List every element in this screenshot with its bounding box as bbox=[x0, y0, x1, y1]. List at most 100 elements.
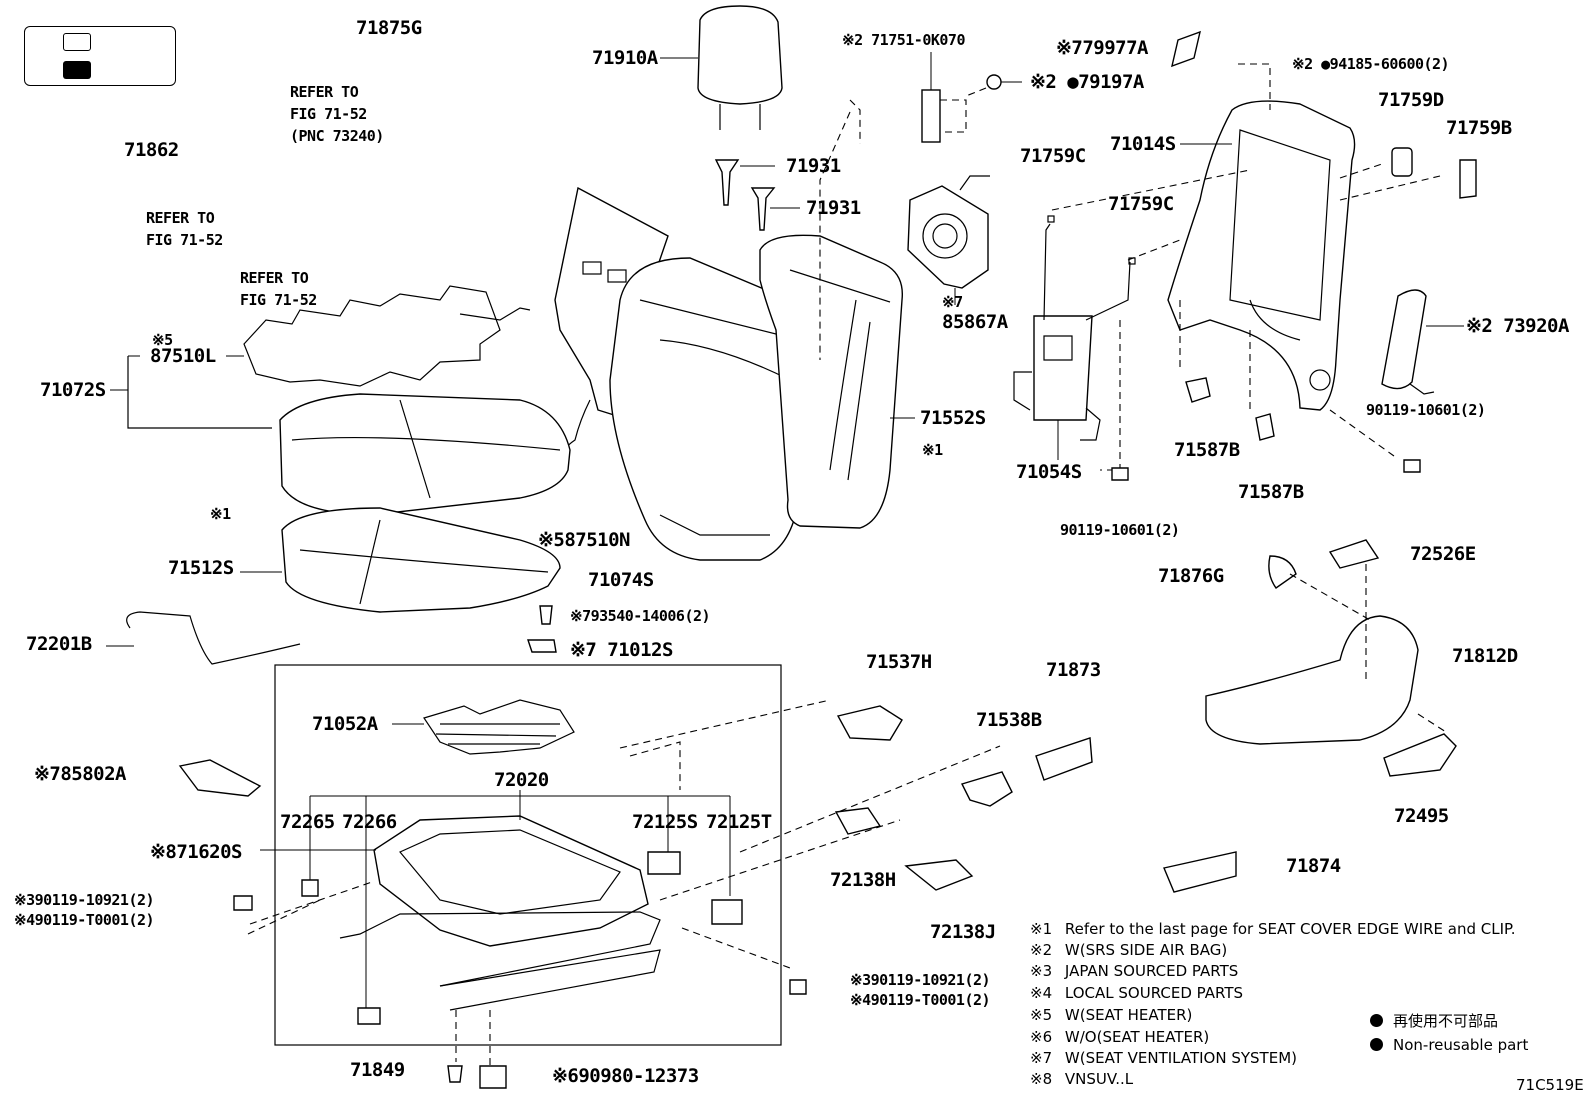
spring-mat-drawing bbox=[392, 699, 575, 755]
part-label-71931-a: 71931 bbox=[786, 155, 841, 177]
part-label-71072S: 71072S bbox=[40, 379, 106, 401]
refer-label-2-line2: FIG 71-52 bbox=[146, 231, 223, 249]
part-label-71931-b: 71931 bbox=[806, 197, 861, 219]
part-label-73920A: ※2 73920A bbox=[1466, 315, 1569, 337]
cover-71876G-drawing bbox=[1268, 555, 1297, 589]
bracket-71538B-drawing bbox=[961, 771, 1013, 807]
part-label-71759C-a: 71759C bbox=[1020, 145, 1086, 167]
knob-72526E-drawing bbox=[1328, 539, 1380, 569]
fan-assembly-drawing bbox=[907, 175, 990, 305]
part-mark-87510L: ※5 bbox=[152, 331, 173, 349]
refer-label-3-line1: REFER TO bbox=[240, 269, 309, 287]
seat-heater-drawing bbox=[226, 285, 531, 387]
note-2: ※2 W(SRS SIDE AIR BAG) bbox=[1030, 941, 1227, 959]
screw-90119-right-drawing bbox=[1403, 459, 1421, 473]
note-8-text: VNSUV..L bbox=[1064, 1070, 1134, 1088]
legend-nonreusable-en-text: Non-reusable part bbox=[1393, 1036, 1529, 1054]
bracket-72125S-drawing bbox=[647, 851, 681, 875]
refer-label-1-line1: REFER TO bbox=[290, 83, 359, 101]
bracket-72125T-drawing bbox=[711, 899, 743, 925]
part-label-71054S: 71054S bbox=[1016, 461, 1082, 483]
note-6-mark: ※6 bbox=[1030, 1028, 1053, 1046]
part-label-71910A: 71910A bbox=[592, 47, 658, 69]
note-1: ※1 Refer to the last page for SEAT COVER… bbox=[1030, 920, 1516, 938]
nonreusable-bullet-icon bbox=[1370, 1038, 1383, 1051]
seatback-pad-drawing bbox=[759, 234, 915, 529]
pad-85802A-drawing bbox=[178, 759, 262, 797]
screw-93540-drawing bbox=[539, 605, 553, 625]
refer-label-1-line3: (PNC 73240) bbox=[290, 127, 384, 145]
handle-72495-drawing bbox=[1383, 733, 1457, 777]
note-6-text: W/O(SEAT HEATER) bbox=[1064, 1028, 1210, 1046]
legend-open-symbol bbox=[63, 33, 91, 51]
part-label-71014S: 71014S bbox=[1110, 133, 1176, 155]
figure-code: 71C519E bbox=[1516, 1076, 1584, 1094]
note-7-mark: ※7 bbox=[1030, 1049, 1053, 1067]
part-label-72266: 72266 bbox=[342, 811, 397, 833]
part-label-71751: ※2 71751-0K070 bbox=[842, 31, 965, 49]
part-label-71862: 71862 bbox=[124, 139, 179, 161]
bracket-72265-drawing bbox=[301, 879, 319, 897]
part-label-71876G: 71876G bbox=[1158, 565, 1224, 587]
part-label-71538B: 71538B bbox=[976, 709, 1042, 731]
note-4-mark: ※4 bbox=[1030, 984, 1053, 1002]
part-label-72265: 72265 bbox=[280, 811, 335, 833]
screw-90119-mid-drawing bbox=[1111, 467, 1129, 481]
part-label-71873: 71873 bbox=[1046, 659, 1101, 681]
part-label-79197A: ※2 ●79197A bbox=[1030, 71, 1144, 93]
note-2-text: W(SRS SIDE AIR BAG) bbox=[1064, 941, 1228, 959]
part-label-71849: 71849 bbox=[350, 1059, 405, 1081]
screw-79197A-drawing bbox=[965, 74, 1022, 97]
shield-71812D-drawing bbox=[1205, 615, 1419, 745]
seatback-board-drawing bbox=[554, 186, 669, 463]
legend-nonreusable-jp: 再使用不可部品 bbox=[1370, 1012, 1498, 1030]
part-label-85802A: ※785802A bbox=[34, 763, 127, 785]
side-airbag-drawing bbox=[1381, 289, 1464, 395]
bracket-72266-drawing bbox=[357, 1007, 381, 1025]
note-5: ※5 W(SEAT HEATER) bbox=[1030, 1006, 1192, 1024]
part-label-71759C-b: 71759C bbox=[1108, 193, 1174, 215]
part-label-71587B-a: 71587B bbox=[1174, 439, 1240, 461]
part-label-72495: 72495 bbox=[1394, 805, 1449, 827]
note-5-text: W(SEAT HEATER) bbox=[1064, 1006, 1193, 1024]
clip-71759D-drawing bbox=[1391, 147, 1413, 177]
bracket-71012S-drawing bbox=[527, 639, 557, 653]
part-label-90119-T0001-a: ※490119-T0001(2) bbox=[14, 911, 155, 929]
shield-72138H-drawing bbox=[834, 807, 882, 835]
cap-90980-drawing bbox=[479, 1065, 507, 1089]
legend-nonreusable-en: Non-reusable part bbox=[1370, 1036, 1528, 1054]
legend-nonreusable-jp-text: 再使用不可部品 bbox=[1393, 1012, 1499, 1030]
part-mark-1-a: ※1 bbox=[922, 441, 943, 459]
screw-90119-left-drawing bbox=[233, 895, 253, 911]
clip-79977A-drawing bbox=[1171, 30, 1201, 68]
seat-frame-group-box bbox=[274, 664, 782, 1046]
part-label-72125T: 72125T bbox=[706, 811, 772, 833]
note-3-text: JAPAN SOURCED PARTS bbox=[1064, 962, 1239, 980]
note-7: ※7 W(SEAT VENTILATION SYSTEM) bbox=[1030, 1049, 1297, 1067]
seat-cushion-cover-drawing bbox=[110, 355, 571, 515]
note-1-mark: ※1 bbox=[1030, 920, 1053, 938]
note-8-mark: ※8 bbox=[1030, 1070, 1053, 1088]
part-label-71620S: ※871620S bbox=[150, 841, 243, 863]
part-label-87510N: ※587510N bbox=[538, 529, 631, 551]
part-label-71759B: 71759B bbox=[1446, 117, 1512, 139]
part-label-90119-T0001-b: ※490119-T0001(2) bbox=[850, 991, 991, 1009]
part-label-72526E: 72526E bbox=[1410, 543, 1476, 565]
refer-label-2-line1: REFER TO bbox=[146, 209, 215, 227]
nonreusable-bullet-icon bbox=[1370, 1014, 1383, 1027]
note-5-mark: ※5 bbox=[1030, 1006, 1053, 1024]
part-label-71512S: 71512S bbox=[168, 557, 234, 579]
hook-71873-drawing bbox=[1035, 737, 1093, 781]
part-label-90980: ※690980-12373 bbox=[552, 1065, 699, 1087]
part-label-71759D: 71759D bbox=[1378, 89, 1444, 111]
part-label-93540: ※793540-14006(2) bbox=[570, 607, 711, 625]
bracket-71874-drawing bbox=[1163, 851, 1237, 893]
part-label-87510L: 87510L bbox=[150, 345, 216, 367]
part-label-71587B-b: 71587B bbox=[1238, 481, 1304, 503]
note-7-text: W(SEAT VENTILATION SYSTEM) bbox=[1064, 1049, 1297, 1067]
part-label-72125S: 72125S bbox=[632, 811, 698, 833]
part-label-71052A: 71052A bbox=[312, 713, 378, 735]
refer-label-1-line2: FIG 71-52 bbox=[290, 105, 367, 123]
bolt-71849-drawing bbox=[447, 1065, 463, 1083]
note-8: ※8 VNSUV..L bbox=[1030, 1070, 1133, 1088]
